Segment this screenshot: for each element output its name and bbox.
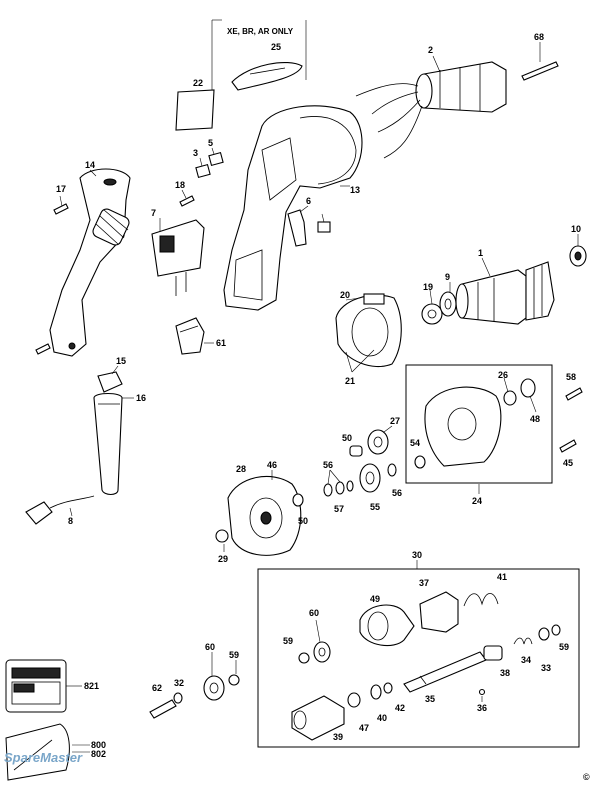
part-68-screw: 68 [521,32,559,81]
copyright-mark: © [583,772,590,782]
label-47: 47 [359,723,369,733]
regional-note: XE, BR, AR ONLY [227,27,294,36]
label-61: 61 [216,338,226,348]
label-5: 5 [208,138,213,148]
label-1: 1 [478,248,483,258]
label-7: 7 [151,208,156,218]
part-60-59-outside: 60 59 [203,642,240,701]
label-20: 20 [340,290,350,300]
label-28: 28 [236,464,246,474]
part-7-switch: 7 [151,208,205,296]
label-30: 30 [412,550,422,560]
label-57: 57 [334,504,344,514]
part-10-bearing: 10 [569,224,587,267]
label-50b: 50 [298,516,308,526]
part-2-stator: 2 [355,45,507,159]
label-2: 2 [428,45,433,55]
part-22: 22 [175,78,215,131]
label-800: 800 [91,740,106,750]
label-59a: 59 [229,650,239,660]
part-1-armature: 1 [455,248,555,325]
label-58: 58 [566,372,576,382]
part-821-label-plate: 821 [5,659,99,713]
label-45: 45 [563,458,573,468]
label-32: 32 [174,678,184,688]
label-48: 48 [530,414,540,424]
gear-case-box: 26 48 54 24 [405,364,553,506]
part-28-46-plate: 46 28 50 29 [215,460,308,564]
part-25: 25 [231,42,303,91]
label-60b: 60 [309,608,319,618]
label-59b: 59 [283,636,293,646]
part-18-screw: 18 [175,180,195,207]
part-61: 61 [175,317,226,355]
watermark-logo: SpareMaster [4,750,83,765]
label-13: 13 [350,185,360,195]
part-20-21-baffle: 20 21 [335,290,402,386]
label-36: 36 [477,703,487,713]
part-58-45-screws: 58 45 [559,372,583,468]
label-39: 39 [333,732,343,742]
label-62: 62 [152,683,162,693]
label-54: 54 [410,438,420,448]
label-35: 35 [425,694,435,704]
label-49: 49 [370,594,380,604]
part-9-bearing: 9 [439,272,457,317]
part-6-brush: 6 [287,196,331,247]
label-14: 14 [85,160,95,170]
label-37: 37 [419,578,429,588]
label-3: 3 [193,148,198,158]
part-62-32: 62 32 [149,678,184,719]
label-38: 38 [500,668,510,678]
label-21: 21 [345,376,355,386]
part-19-washer: 19 [421,282,443,325]
part-13-housing: 13 [223,105,363,311]
label-19: 19 [423,282,433,292]
label-68: 68 [534,32,544,42]
label-55: 55 [370,502,380,512]
part-15-16-rod: 15 16 [93,356,146,496]
label-26: 26 [498,370,508,380]
label-59c: 59 [559,642,569,652]
label-56b: 56 [392,488,402,498]
label-27: 27 [390,416,400,426]
label-6: 6 [306,196,311,206]
part-800-802-documents: 800 802 SpareMaster [4,723,106,781]
gear-train: 27 50 56 57 55 56 [323,416,402,514]
label-17: 17 [56,184,66,194]
part-8-cord: 8 [25,495,95,526]
label-821: 821 [84,681,99,691]
label-29: 29 [218,554,228,564]
part-3-5-brushes: 3 5 [193,138,224,179]
clutch-box: 30 37 41 49 60 59 35 38 34 33 59 [257,550,580,748]
label-8: 8 [68,516,73,526]
label-802: 802 [91,749,106,759]
label-10: 10 [571,224,581,234]
label-41: 41 [497,572,507,582]
label-16: 16 [136,393,146,403]
label-56a: 56 [323,460,333,470]
part-14-side-handle: 14 [49,160,131,357]
label-24: 24 [472,496,482,506]
label-9: 9 [445,272,450,282]
label-50a: 50 [342,433,352,443]
label-34: 34 [521,655,531,665]
part-17-screw: 17 [35,184,69,355]
label-22: 22 [193,78,203,88]
label-15: 15 [116,356,126,366]
label-25: 25 [271,42,281,52]
label-33: 33 [541,663,551,673]
label-40: 40 [377,713,387,723]
label-42: 42 [395,703,405,713]
label-60a: 60 [205,642,215,652]
label-46: 46 [267,460,277,470]
label-18: 18 [175,180,185,190]
